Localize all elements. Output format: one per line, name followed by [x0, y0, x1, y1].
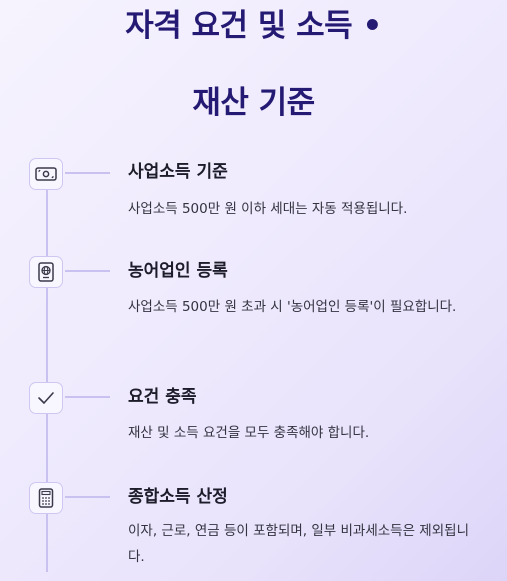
calculator-icon	[29, 482, 63, 514]
item-desc-comprehensive-income: 이자, 근로, 연금 등이 포함되며, 일부 비과세소득은 제외됩니다.	[128, 523, 469, 565]
money-bill-icon	[29, 158, 63, 190]
item-desc-business-income: 사업소득 500만 원 이하 세대는 자동 적용됩니다.	[128, 201, 408, 217]
page-title-line-2: 재산 기준	[192, 85, 315, 121]
page-title-line-1: 자격 요건 및 소득 •	[125, 8, 382, 44]
page-title: 자격 요건 및 소득 • 재산 기준	[0, 4, 507, 125]
item-desc-requirements-met: 재산 및 소득 요건을 모두 충족해야 합니다.	[128, 425, 370, 441]
item-desc-farmer-registration: 사업소득 500만 원 초과 시 '농어업인 등록'이 필요합니다.	[128, 299, 457, 315]
connector-line	[65, 396, 110, 398]
item-title-farmer-registration: 농어업인 등록	[128, 261, 228, 281]
timeline-line	[46, 188, 48, 572]
item-title-requirements-met: 요건 충족	[128, 387, 197, 407]
passport-globe-icon	[29, 256, 63, 288]
connector-line	[65, 496, 110, 498]
item-title-comprehensive-income: 종합소득 산정	[128, 487, 228, 507]
check-icon	[29, 382, 63, 414]
connector-line	[65, 172, 110, 174]
connector-line	[65, 270, 110, 272]
item-title-business-income: 사업소득 기준	[128, 162, 228, 182]
